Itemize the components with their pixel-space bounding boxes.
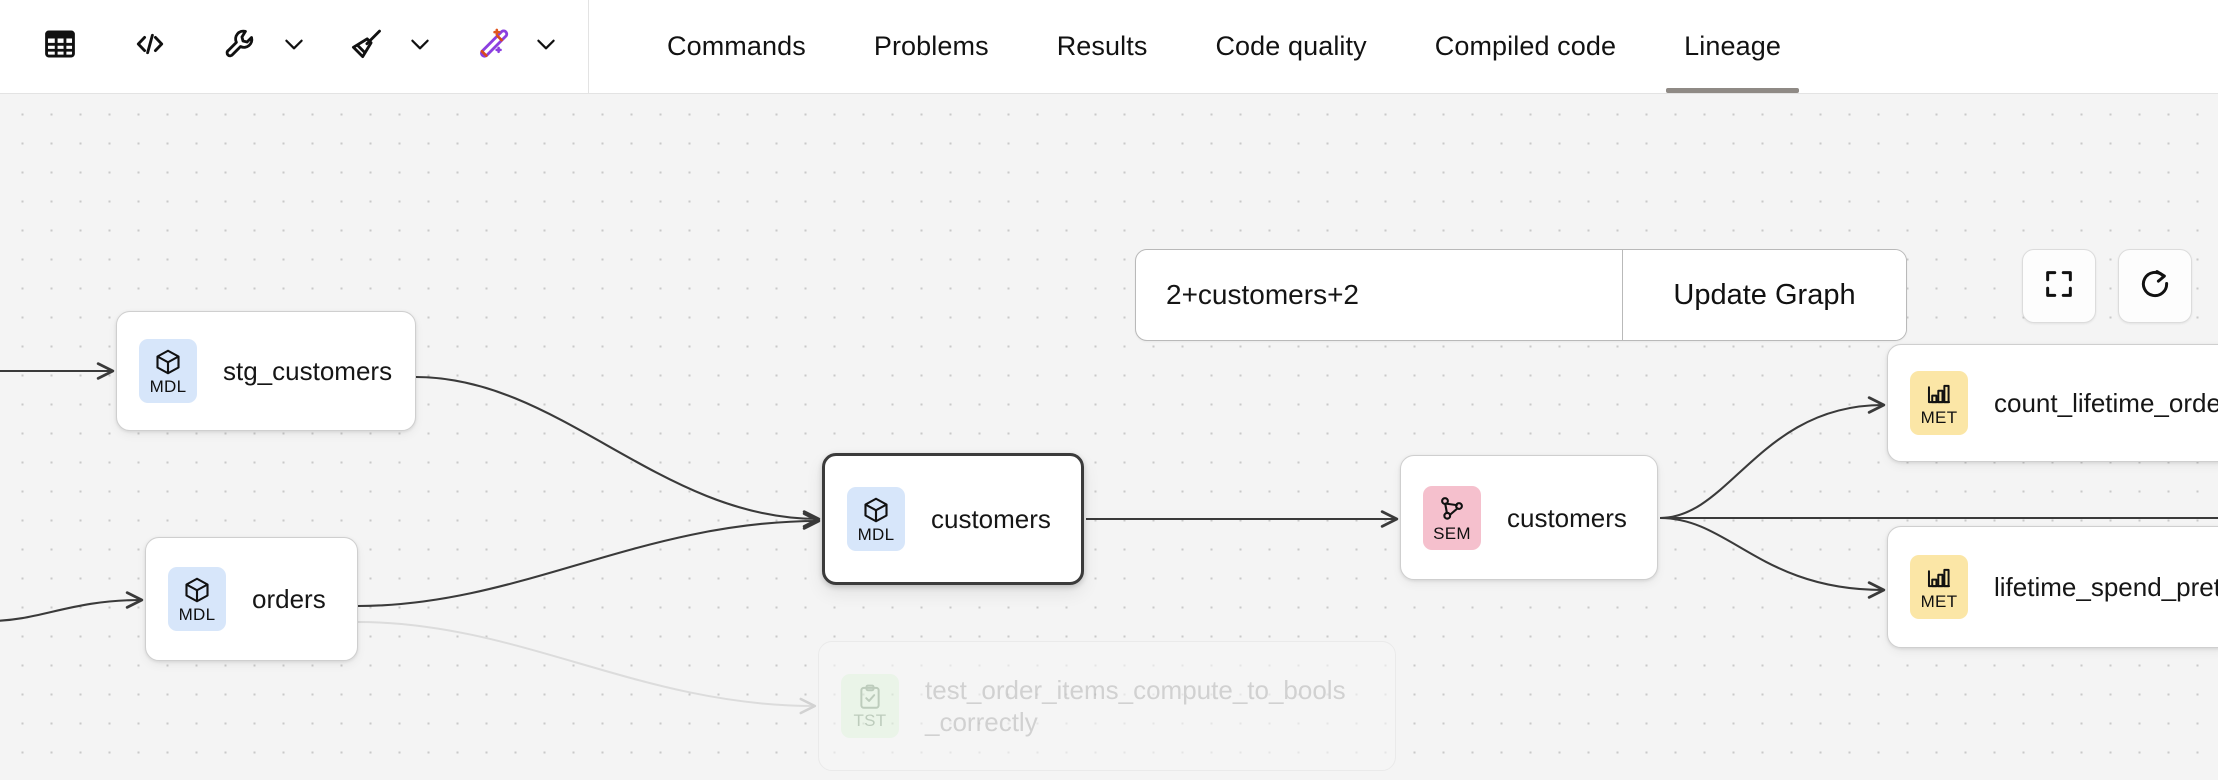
- cube-icon: [861, 495, 891, 525]
- node-type-badge-sem: SEM: [1423, 485, 1481, 550]
- badge-code: MET: [1920, 592, 1958, 611]
- badge-code: MET: [1920, 408, 1958, 427]
- chevron-down-icon: [281, 31, 307, 62]
- graph-search-input[interactable]: [1136, 250, 1622, 340]
- code-brackets-icon: [132, 26, 168, 67]
- chevron-down-icon: [407, 31, 433, 62]
- wrench-button[interactable]: [206, 19, 274, 75]
- badge-code: MDL: [178, 605, 216, 624]
- code-view-button[interactable]: [116, 19, 184, 75]
- chevron-down-icon: [533, 31, 559, 62]
- node-label: customers: [931, 504, 1051, 534]
- wrench-icon: [222, 26, 258, 67]
- update-graph-button[interactable]: Update Graph: [1622, 250, 1906, 340]
- node-customers-model[interactable]: MDL customers: [822, 453, 1084, 585]
- ai-assist-caret[interactable]: [526, 19, 566, 75]
- graph-control-group: [2022, 249, 2192, 323]
- format-menu[interactable]: [332, 19, 440, 75]
- node-type-badge-met: MET: [1910, 555, 1968, 619]
- node-count-lifetime-orders[interactable]: MET count_lifetime_orders: [1887, 344, 2218, 462]
- node-type-badge-mdl: MDL: [168, 567, 226, 631]
- broom-button[interactable]: [332, 19, 400, 75]
- tab-results[interactable]: Results: [1023, 0, 1182, 93]
- tab-label: Commands: [667, 31, 806, 61]
- badge-code: SEM: [1433, 523, 1471, 543]
- refresh-icon: [2138, 267, 2172, 306]
- semantic-graph-icon: [1437, 494, 1467, 524]
- node-label: stg_customers: [223, 356, 393, 386]
- bar-chart-icon: [1925, 380, 1953, 408]
- table-icon: [43, 27, 77, 66]
- edge-orders-to-test: [357, 621, 817, 715]
- bar-chart-icon: [1925, 564, 1953, 592]
- tab-problems[interactable]: Problems: [840, 0, 1023, 93]
- node-lifetime-spend-pretax[interactable]: MET lifetime_spend_pretax: [1887, 526, 2218, 648]
- node-type-badge-met: MET: [1910, 371, 1968, 435]
- cube-icon: [182, 575, 212, 605]
- table-view-button[interactable]: [26, 19, 94, 75]
- ai-assist-menu[interactable]: [458, 19, 566, 75]
- badge-code: MDL: [149, 377, 187, 396]
- node-label: orders: [252, 584, 326, 614]
- tab-lineage[interactable]: Lineage: [1650, 0, 1815, 93]
- node-label: customers: [1507, 502, 1627, 533]
- tab-label: Problems: [873, 31, 989, 61]
- tab-label: Compiled code: [1434, 31, 1617, 61]
- clipboard-check-icon: [856, 683, 884, 711]
- tab-code-quality[interactable]: Code quality: [1181, 0, 1400, 93]
- node-label: lifetime_spend_pretax: [1994, 572, 2218, 602]
- tools-caret[interactable]: [274, 19, 314, 75]
- node-label: test_order_items_compute_to_bools _corre…: [925, 675, 1346, 737]
- node-test-order-items[interactable]: TST test_order_items_compute_to_bools _c…: [818, 641, 1396, 771]
- edge-in-orders: [0, 591, 144, 622]
- tab-label: Code quality: [1215, 31, 1367, 61]
- node-stg-customers[interactable]: MDL stg_customers: [116, 311, 416, 431]
- node-type-badge-mdl: MDL: [139, 339, 197, 403]
- top-toolbar: Commands Problems Results Code quality C…: [0, 0, 2218, 94]
- lineage-canvas[interactable]: MDL stg_customers MDL orders: [0, 94, 2218, 780]
- node-orders[interactable]: MDL orders: [145, 537, 358, 661]
- node-label: count_lifetime_orders: [1994, 388, 2218, 418]
- tab-bar: Commands Problems Results Code quality C…: [589, 0, 1815, 93]
- edge-orders-to-customers: [357, 512, 821, 608]
- tab-underline: [1666, 88, 1799, 93]
- tab-commands[interactable]: Commands: [633, 0, 840, 93]
- tab-compiled-code[interactable]: Compiled code: [1401, 0, 1650, 93]
- fit-to-screen-button[interactable]: [2022, 249, 2096, 323]
- node-type-badge-tst: TST: [841, 674, 899, 738]
- badge-code: TST: [853, 711, 887, 730]
- edge-stg-customers-to-customers: [415, 375, 821, 528]
- tab-label: Lineage: [1684, 31, 1781, 61]
- fit-to-screen-icon: [2042, 267, 2076, 306]
- magic-wand-icon: [474, 26, 510, 67]
- editor-tool-group: [0, 0, 589, 93]
- lineage-edges: [0, 362, 2218, 715]
- magic-wand-button[interactable]: [458, 19, 526, 75]
- broom-icon: [348, 26, 384, 67]
- tools-menu[interactable]: [206, 19, 314, 75]
- badge-code: MDL: [857, 525, 895, 544]
- tab-label: Results: [1056, 31, 1148, 61]
- cube-icon: [153, 347, 183, 377]
- refresh-button[interactable]: [2118, 249, 2192, 323]
- edge-sem-to-count-lifetime-orders: [1659, 396, 1886, 520]
- node-type-badge-mdl: MDL: [847, 487, 905, 551]
- edge-sem-to-lifetime-spend-pretax: [1659, 516, 1886, 599]
- format-caret[interactable]: [400, 19, 440, 75]
- node-customers-semantic[interactable]: SEM customers: [1400, 455, 1658, 580]
- graph-search-bar: Update Graph: [1135, 249, 1907, 341]
